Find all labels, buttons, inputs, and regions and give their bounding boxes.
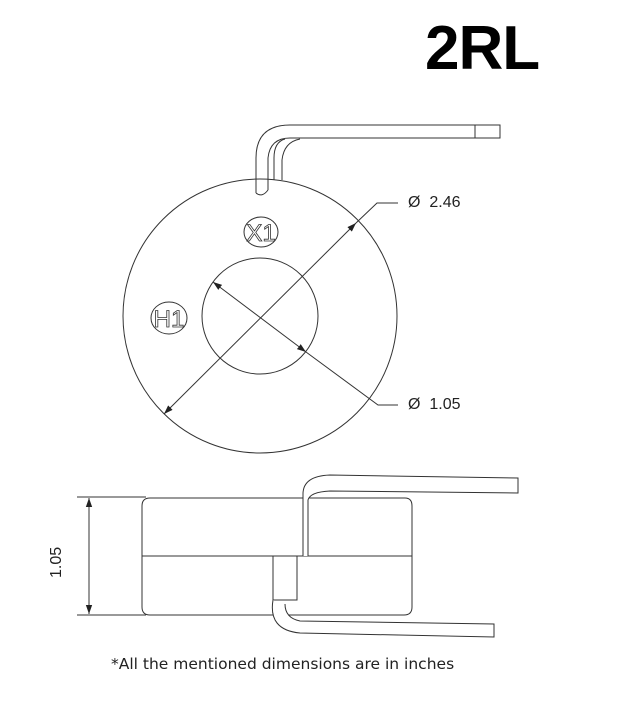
inner-circle (201, 257, 319, 375)
model-title: 2RL (425, 14, 540, 83)
diameter-symbol: Ø (408, 396, 421, 413)
outer-diameter-value: 2.46 (429, 194, 461, 211)
h1-label: H1 (154, 306, 185, 333)
side-view (77, 474, 519, 638)
inner-diameter-value: 1.05 (429, 396, 461, 413)
units-footnote: *All the mentioned dimensions are in inc… (111, 655, 455, 673)
inner-diameter-label: Ø 1.05 (408, 396, 460, 414)
height-dimension-label: 1.05 (48, 546, 65, 578)
outer-diameter-label: Ø 2.46 (408, 194, 460, 212)
top-view (122, 124, 501, 454)
diameter-symbol: Ø (408, 194, 421, 211)
top-lead-wire (255, 124, 501, 196)
outer-circle (122, 178, 398, 454)
x1-label: X1 (246, 220, 275, 247)
